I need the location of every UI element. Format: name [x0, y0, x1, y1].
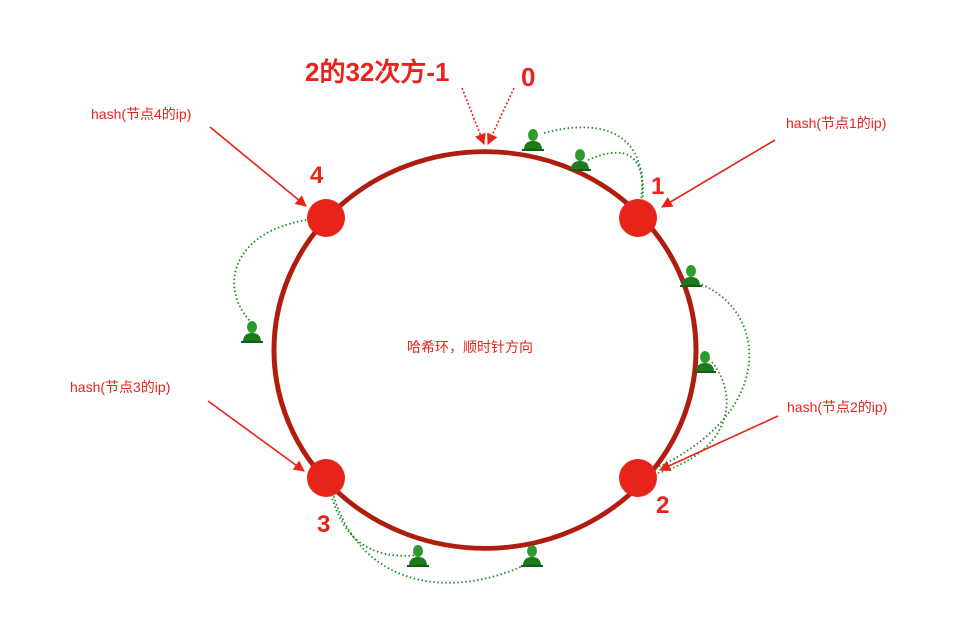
max-value-label: 2的32次方-1: [305, 57, 450, 87]
node-3: [307, 459, 345, 497]
node-1-pointer-arrow: [661, 139, 776, 208]
node-3-number: 3: [317, 511, 330, 538]
user-icon: [569, 149, 591, 171]
node-2-number: 2: [656, 492, 669, 519]
user-icon: [521, 545, 543, 567]
user-icon: [522, 129, 544, 151]
node-4-pointer-arrow: [209, 126, 307, 207]
center-label: 哈希环，顺时针方向: [407, 339, 533, 355]
hash-ring: [271, 149, 699, 551]
node-4-hash-label: hash(节点4的ip): [91, 106, 191, 122]
mapping-line: [587, 151, 643, 208]
node-2-pointer-arrow: [658, 415, 779, 471]
mapping-line: [637, 282, 751, 477]
user-icon: [241, 321, 263, 343]
node-3-hash-label: hash(节点3的ip): [70, 379, 170, 395]
mapping-line: [329, 481, 536, 584]
user-icon: [407, 545, 429, 567]
node-1-hash-label: hash(节点1的ip): [786, 115, 886, 131]
zero-label: 0: [521, 62, 535, 92]
mapping-line: [327, 481, 419, 557]
node-4-number: 4: [310, 162, 324, 189]
node-3-pointer-arrow: [207, 400, 305, 472]
mapping-lines: [233, 126, 751, 584]
node-2-hash-label: hash(节点2的ip): [787, 399, 887, 415]
node-1-number: 1: [651, 173, 664, 200]
zero-arrow: [487, 87, 515, 146]
node-2: [619, 459, 657, 497]
max-value-arrow: [461, 87, 486, 146]
node-4: [307, 199, 345, 237]
node-1: [619, 199, 657, 237]
mapping-line: [637, 361, 728, 479]
